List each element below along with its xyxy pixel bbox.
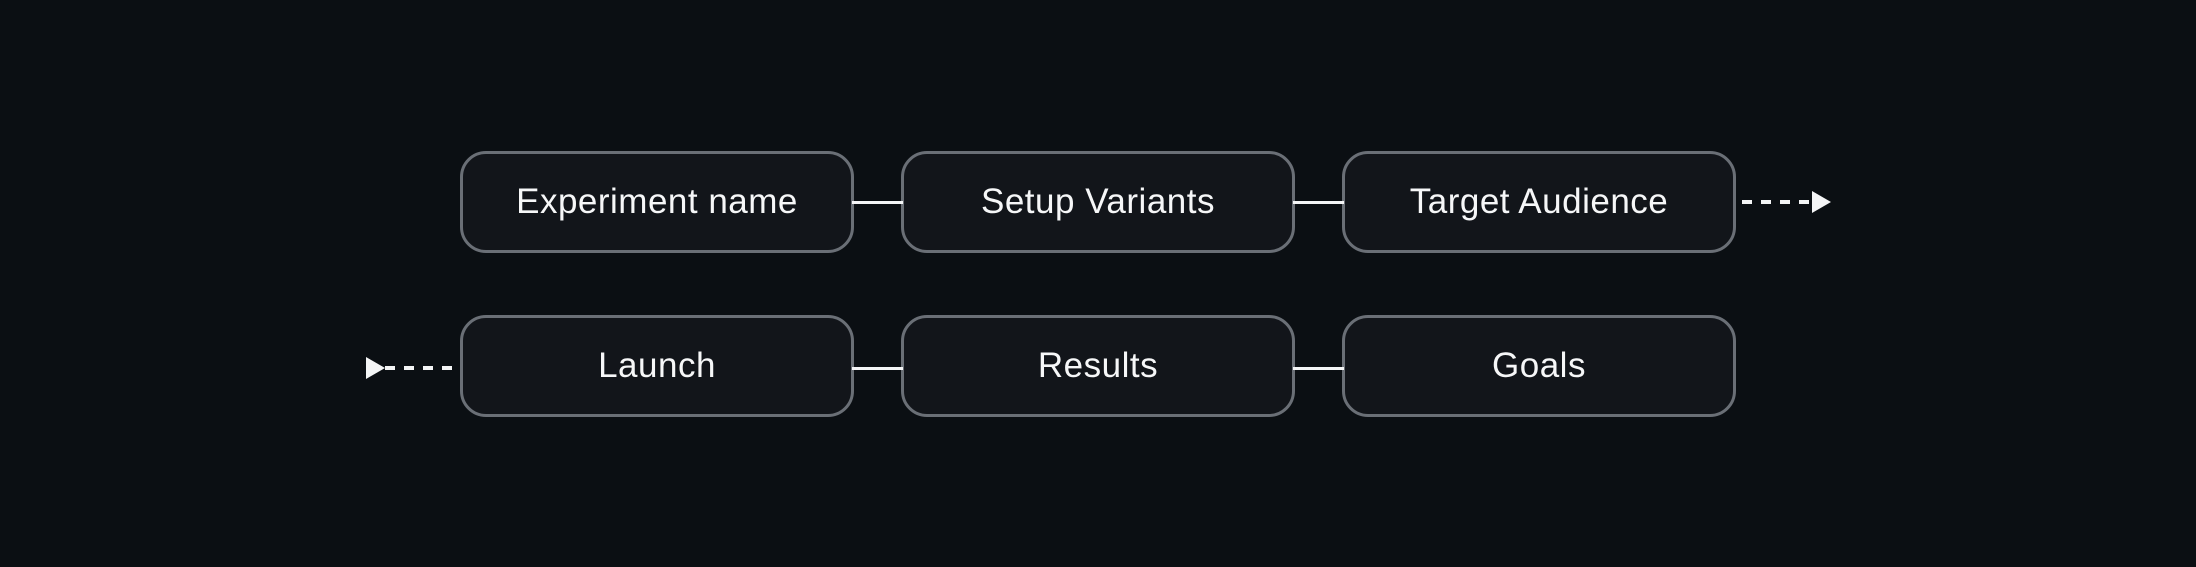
connector-variants-to-audience (1293, 201, 1344, 204)
flow-node-goals: Goals (1342, 315, 1736, 417)
flow-node-setup-variants: Setup Variants (901, 151, 1295, 253)
connector-results-to-goals (1293, 367, 1344, 370)
node-label-target-audience: Target Audience (1409, 182, 1669, 221)
connector-experiment-to-variants (852, 201, 903, 204)
flow-node-target-audience: Target Audience (1342, 151, 1736, 253)
node-label-goals: Goals (1492, 346, 1586, 385)
flow-node-results: Results (901, 315, 1295, 417)
flow-exit-arrow (1742, 191, 1831, 213)
node-label-setup-variants: Setup Variants (981, 182, 1215, 221)
dashed-line (1742, 200, 1812, 204)
node-label-results: Results (1037, 346, 1159, 385)
dashed-line (385, 366, 455, 370)
flow-node-launch: Launch (460, 315, 854, 417)
arrowhead-right-icon (366, 357, 385, 379)
connector-launch-to-results (852, 367, 903, 370)
node-label-experiment-name: Experiment name (516, 182, 798, 221)
arrowhead-right-icon (1812, 191, 1831, 213)
node-label-launch: Launch (598, 346, 716, 385)
flow-node-experiment-name: Experiment name (460, 151, 854, 253)
flow-entry-arrow (366, 357, 455, 379)
